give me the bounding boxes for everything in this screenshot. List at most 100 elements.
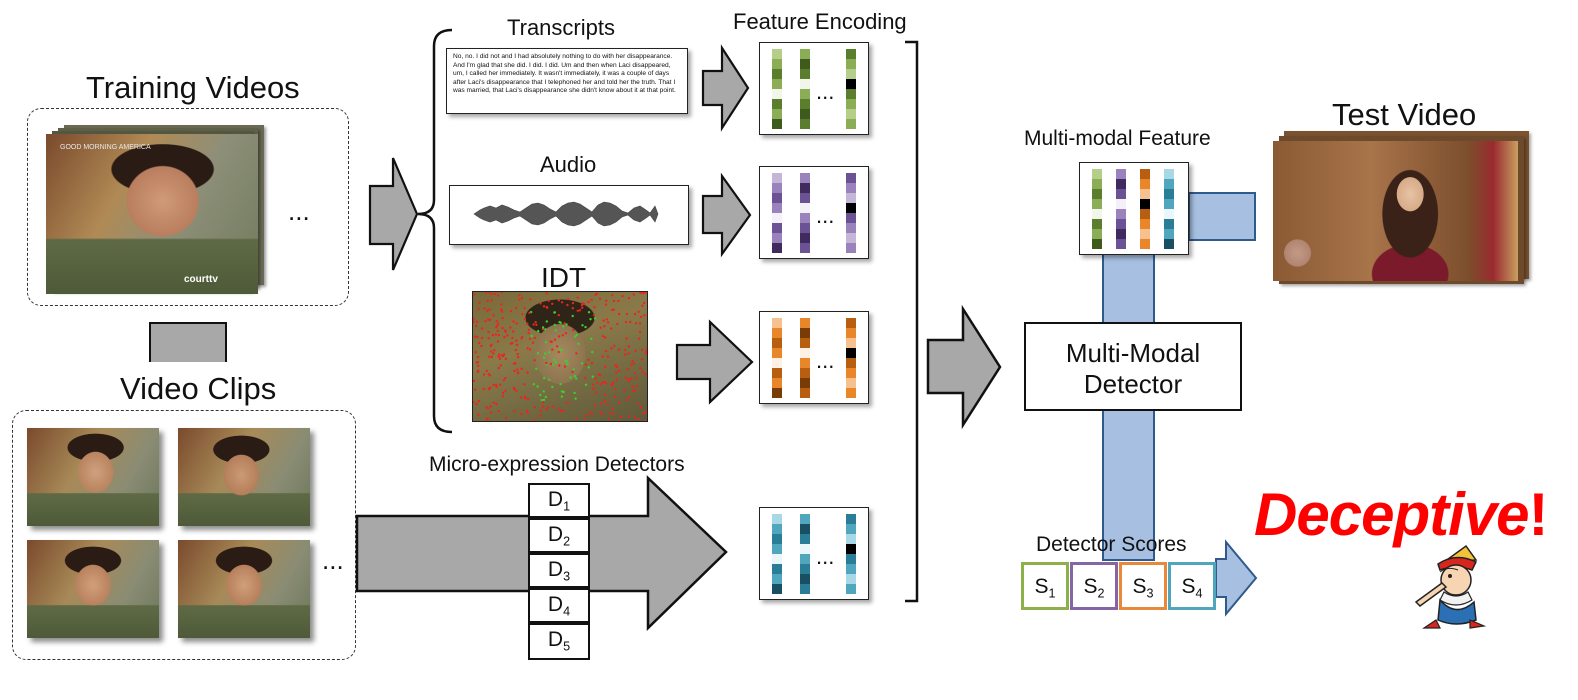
feature-cell bbox=[800, 554, 810, 564]
idt-point bbox=[475, 320, 479, 323]
idt-point bbox=[645, 349, 647, 352]
idt-point bbox=[557, 313, 560, 317]
feature-cell bbox=[1092, 219, 1102, 229]
score-s3-sub: 3 bbox=[1146, 586, 1154, 601]
idt-point bbox=[575, 417, 578, 420]
feature-cell bbox=[800, 243, 810, 253]
idt-point bbox=[473, 379, 476, 383]
idt-point bbox=[605, 299, 608, 302]
idt-point bbox=[621, 294, 624, 298]
idt-point bbox=[504, 357, 507, 360]
idt-point bbox=[606, 403, 610, 406]
idt-point bbox=[610, 384, 613, 387]
feature-cell bbox=[846, 534, 856, 544]
idt-point bbox=[476, 361, 480, 364]
idt-point bbox=[481, 327, 484, 330]
idt-point bbox=[497, 366, 500, 370]
idt-point bbox=[474, 351, 477, 354]
idt-point bbox=[608, 411, 612, 415]
idt-point bbox=[527, 328, 531, 332]
video-clips-group bbox=[12, 410, 356, 660]
idt-point bbox=[541, 328, 545, 331]
idt-point bbox=[501, 395, 505, 398]
idt-point bbox=[523, 396, 527, 400]
idt-point bbox=[540, 399, 543, 402]
audio-waveform bbox=[473, 201, 659, 227]
idt-point bbox=[591, 350, 594, 354]
idt-point bbox=[581, 306, 584, 309]
feature-cell bbox=[1164, 189, 1174, 199]
idt-point bbox=[617, 348, 621, 351]
feature-cell bbox=[772, 173, 782, 183]
idt-point bbox=[545, 407, 548, 411]
connector-test-to-feature bbox=[1188, 192, 1256, 241]
detector-d2-sub: 2 bbox=[563, 534, 571, 549]
feature-cell bbox=[1092, 209, 1102, 219]
feature-cell bbox=[1140, 209, 1150, 219]
feature-cell bbox=[772, 584, 782, 594]
idt-point bbox=[541, 405, 544, 408]
idt-point bbox=[557, 408, 560, 411]
feature-cell bbox=[1164, 179, 1174, 189]
idt-point bbox=[617, 419, 621, 421]
idt-point bbox=[497, 355, 500, 358]
idt-point bbox=[641, 304, 644, 307]
idt-point bbox=[521, 313, 524, 316]
idt-point bbox=[598, 297, 602, 300]
idt-point bbox=[542, 398, 546, 402]
idt-point bbox=[539, 409, 543, 412]
idt-point bbox=[560, 390, 564, 393]
idt-point bbox=[493, 349, 496, 352]
idt-point bbox=[571, 314, 574, 318]
connector-feature-to-detector bbox=[1102, 253, 1155, 325]
idt-point bbox=[646, 402, 647, 404]
idt-point bbox=[493, 292, 497, 296]
idt-point bbox=[486, 417, 489, 420]
idt-point bbox=[516, 352, 519, 356]
feature-cell bbox=[1116, 179, 1126, 189]
idt-point bbox=[624, 376, 628, 379]
idt-point bbox=[592, 314, 596, 317]
idt-point bbox=[502, 379, 506, 382]
audio-waveform-panel bbox=[449, 185, 689, 245]
idt-point bbox=[626, 368, 629, 371]
feature-cell bbox=[800, 173, 810, 183]
idt-point bbox=[557, 335, 561, 338]
idt-point bbox=[602, 319, 605, 322]
idt-point bbox=[546, 406, 550, 409]
idt-point bbox=[496, 329, 499, 333]
idt-point bbox=[483, 307, 486, 310]
feature-cell bbox=[800, 119, 810, 129]
idt-point bbox=[615, 378, 618, 381]
idt-point bbox=[478, 341, 481, 345]
idt-point bbox=[554, 361, 558, 364]
idt-point bbox=[490, 292, 493, 296]
idt-point bbox=[593, 317, 597, 320]
idt-point bbox=[490, 355, 494, 359]
idt-point bbox=[547, 299, 550, 302]
idt-point bbox=[631, 360, 634, 363]
feature-cell bbox=[772, 49, 782, 59]
idt-point bbox=[612, 412, 615, 416]
idt-point bbox=[482, 373, 486, 376]
video-clip-thumb bbox=[27, 428, 159, 526]
idt-point bbox=[552, 405, 555, 408]
arrow-features-to-detector bbox=[926, 304, 1002, 430]
feature-cell bbox=[846, 233, 856, 243]
idt-point bbox=[514, 348, 518, 352]
idt-point bbox=[477, 364, 480, 368]
training-to-clips-connector bbox=[149, 322, 227, 362]
idt-point bbox=[531, 341, 535, 344]
idt-point bbox=[610, 347, 613, 350]
feature-cell bbox=[846, 554, 856, 564]
detector-d1-base: D bbox=[547, 488, 564, 511]
idt-point bbox=[501, 391, 505, 395]
idt-point bbox=[541, 401, 544, 404]
score-s4-base: S bbox=[1181, 575, 1196, 598]
feature-encoding-title: Feature Encoding bbox=[733, 9, 907, 34]
idt-point bbox=[634, 322, 638, 325]
idt-point bbox=[497, 322, 500, 325]
idt-point bbox=[515, 389, 518, 392]
idt-point bbox=[492, 314, 495, 317]
idt-point bbox=[517, 372, 520, 375]
